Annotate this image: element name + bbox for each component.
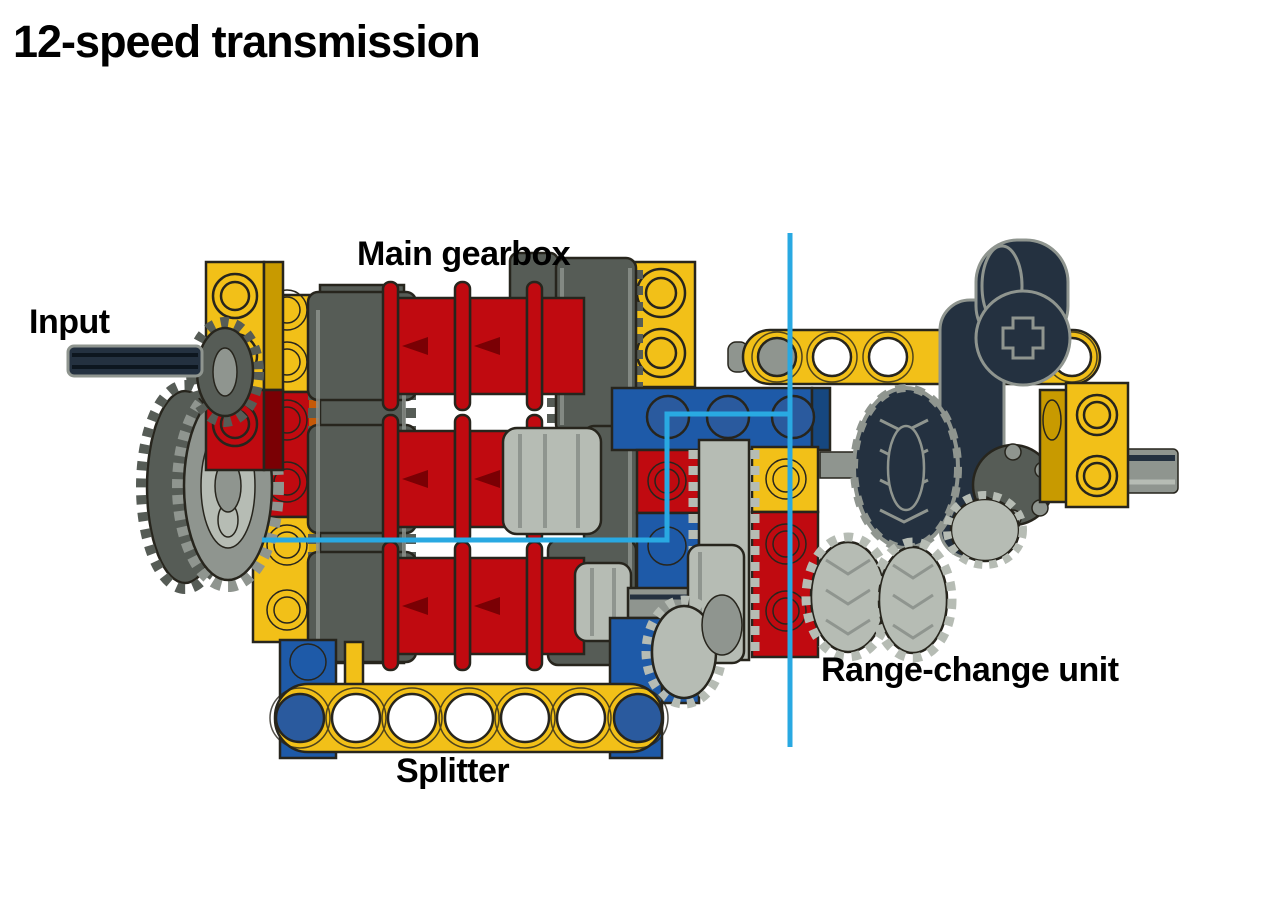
label-main-gearbox: Main gearbox — [357, 235, 571, 273]
range-knob-wheel — [850, 384, 962, 552]
input-pinion-gear — [186, 317, 264, 427]
range-bevel-gears — [801, 491, 1027, 663]
splitter-beam — [269, 682, 669, 754]
power-path-line — [262, 411, 788, 543]
output-axle — [1119, 448, 1179, 494]
red-drum-row-top — [381, 280, 586, 412]
label-range-change-unit: Range-change unit — [821, 651, 1119, 689]
label-input: Input — [29, 303, 110, 341]
label-splitter: Splitter — [396, 752, 510, 790]
range-output-brick — [1038, 381, 1130, 509]
range-selector-liftarm — [938, 238, 1072, 560]
clutch-driving-rings — [501, 426, 633, 643]
page-title: 12-speed transmission — [13, 16, 481, 67]
bottom-gears — [641, 594, 743, 709]
red-drum-rows — [381, 280, 586, 672]
red-drum-row-bottom — [381, 540, 586, 672]
blue-beam — [610, 386, 832, 452]
input-axle — [66, 344, 204, 378]
